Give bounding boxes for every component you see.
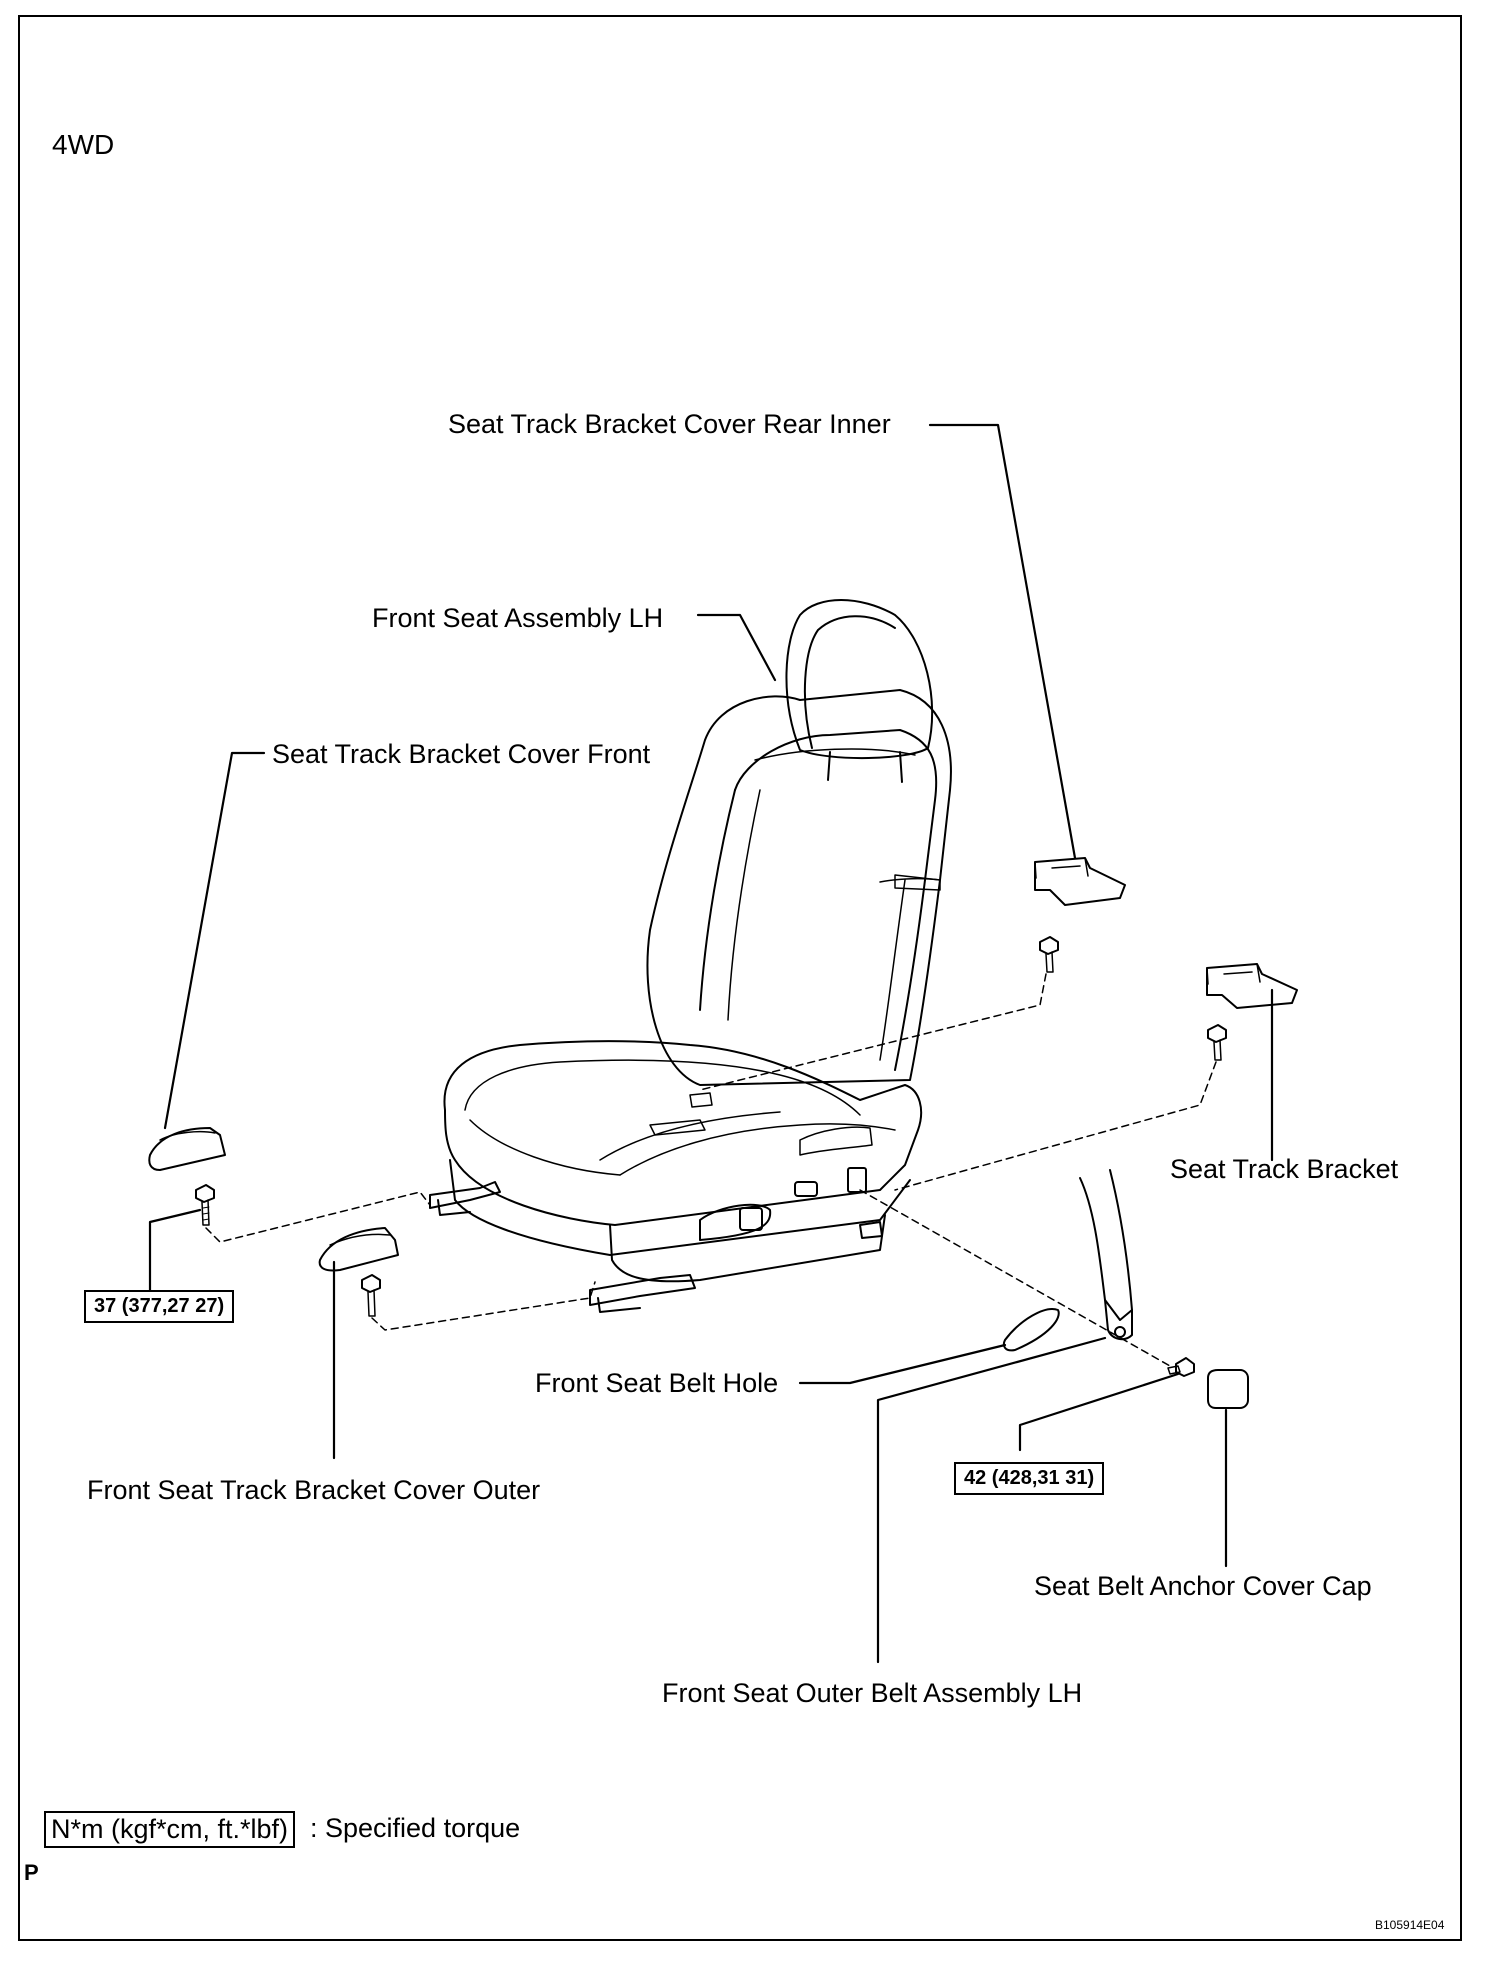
label-outer-cover: Front Seat Track Bracket Cover Outer bbox=[87, 1475, 541, 1505]
belt-hole-part bbox=[1002, 1308, 1060, 1352]
torque-front-bolt: 37 (377,27 27) bbox=[84, 1290, 235, 1323]
variant-label: 4WD bbox=[52, 129, 115, 160]
label-rear-inner-cover: Seat Track Bracket Cover Rear Inner bbox=[448, 409, 891, 439]
label-anchor-cap: Seat Belt Anchor Cover Cap bbox=[1034, 1571, 1372, 1601]
track-bracket-part bbox=[1206, 963, 1298, 1009]
label-belt-hole: Front Seat Belt Hole bbox=[535, 1368, 779, 1398]
label-front-seat-assembly: Front Seat Assembly LH bbox=[372, 603, 664, 633]
outer-cover-part bbox=[318, 1227, 399, 1272]
torque-legend-text: : Specified torque bbox=[310, 1813, 521, 1843]
alignment-lines bbox=[205, 973, 1217, 1367]
rear-inner-cover-part bbox=[1034, 857, 1126, 906]
rear-inner-bolt-icon bbox=[1039, 936, 1059, 973]
outer-bolt-icon bbox=[361, 1274, 381, 1317]
front-cover-part bbox=[148, 1127, 226, 1171]
seat-cushion-illustration bbox=[443, 1040, 923, 1283]
corner-mark: P bbox=[24, 1860, 39, 1885]
label-front-cover: Seat Track Bracket Cover Front bbox=[272, 739, 651, 769]
torque-belt-bolt: 42 (428,31 31) bbox=[954, 1462, 1105, 1495]
headrest-illustration bbox=[785, 599, 934, 783]
seat-rails-illustration bbox=[429, 1181, 883, 1313]
leader-lines bbox=[148, 423, 1274, 1664]
figure-code: B105914E04 bbox=[1375, 1918, 1445, 1932]
outer-belt-illustration bbox=[1079, 1169, 1133, 1341]
belt-bolt-icon bbox=[1167, 1357, 1195, 1377]
track-bracket-bolt-icon bbox=[1207, 1024, 1227, 1061]
label-outer-belt: Front Seat Outer Belt Assembly LH bbox=[662, 1678, 1083, 1708]
anchor-cover-cap-part bbox=[1207, 1369, 1249, 1409]
label-track-bracket: Seat Track Bracket bbox=[1170, 1154, 1399, 1184]
front-bolt-icon bbox=[195, 1184, 215, 1226]
diagram-frame bbox=[18, 15, 1462, 1941]
seat-backrest-illustration bbox=[646, 689, 952, 1086]
torque-legend-box: N*m (kgf*cm, ft.*lbf) bbox=[44, 1811, 296, 1848]
